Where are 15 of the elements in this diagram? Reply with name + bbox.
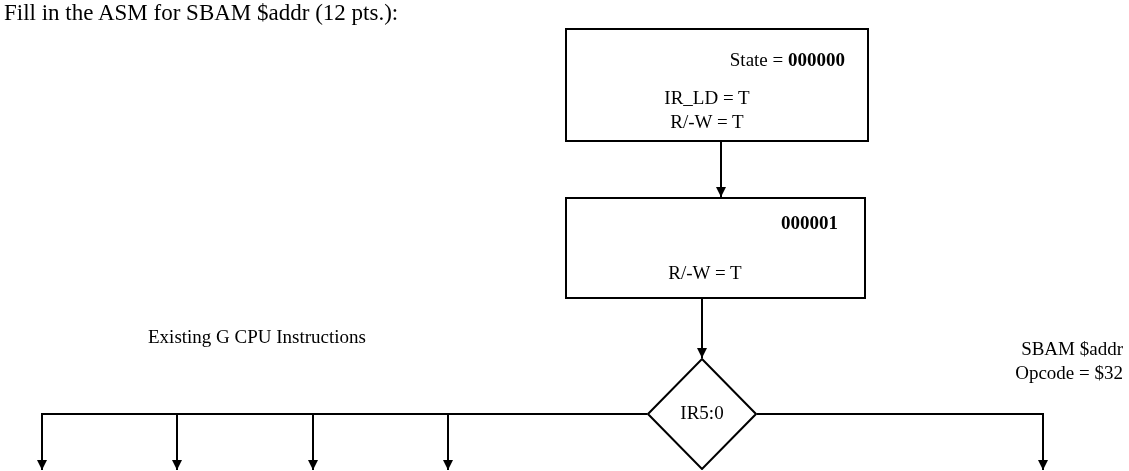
state-label: 000001 [781,211,838,235]
title-text: Fill in the ASM for SBAM $addr (12 pts.): [4,0,399,26]
state-box [565,28,869,142]
arrow [756,413,1048,471]
opcode-label: Opcode = $32 [1015,362,1123,384]
state-box [565,197,866,299]
decision-diamond [647,358,757,470]
arrow [716,141,726,198]
output-label: R/-W = T [667,261,743,285]
output-label: IR_LD = T R/-W = T [663,86,751,134]
arrow [443,413,648,471]
instruction-label: SBAM $addr [1021,338,1123,360]
arrow [697,298,707,359]
state-label: State = 000000 [729,48,845,72]
condition-label: IR5:0 [679,401,725,425]
